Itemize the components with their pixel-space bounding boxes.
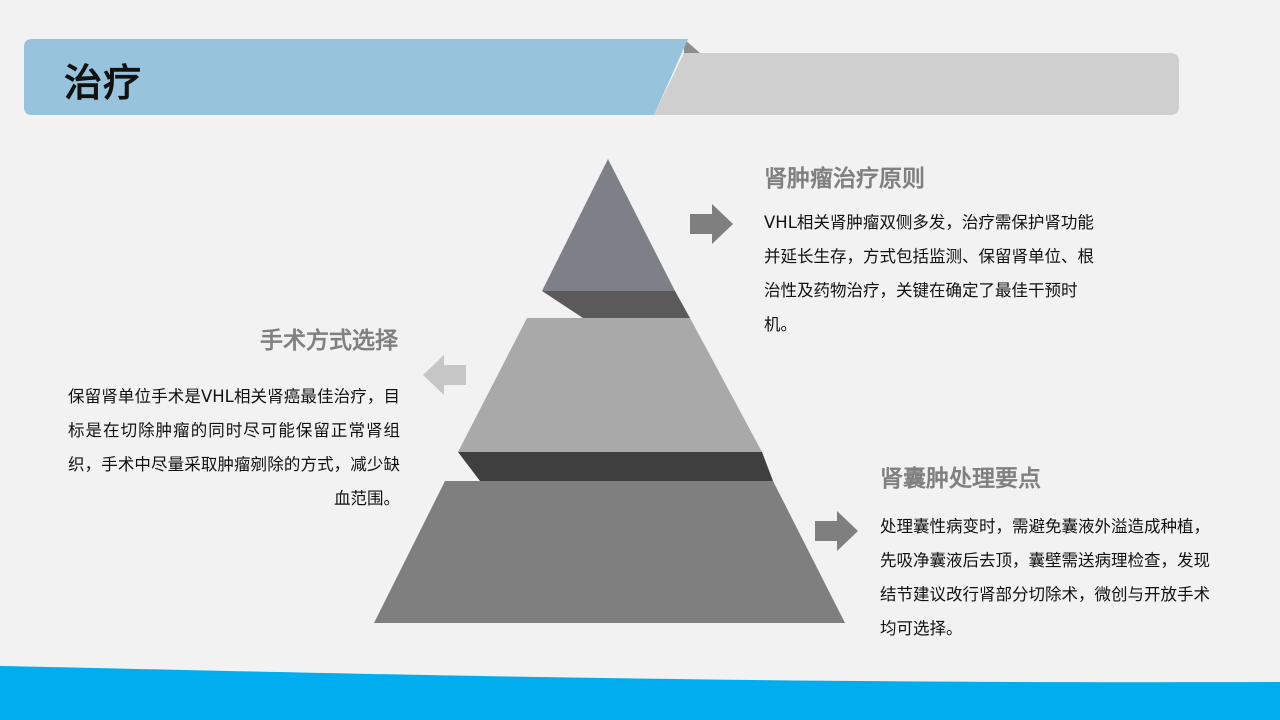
pyramid-connector-top xyxy=(542,291,690,318)
pyramid-top-tier xyxy=(542,159,675,291)
arrow-right-icon xyxy=(815,511,858,551)
header-gray-fold xyxy=(684,39,700,53)
header-banner xyxy=(24,39,1179,115)
pyramid-bottom-tier xyxy=(374,481,845,623)
principle-heading: 肾肿瘤治疗原则 xyxy=(764,166,925,192)
principle-text: VHL相关肾肿瘤双侧多发，治疗需保护肾功能并延长生存，方式包括监测、保留肾单位、… xyxy=(764,213,1094,334)
pyramid-connector-bottom xyxy=(458,452,773,481)
surgery-heading: 手术方式选择 xyxy=(260,328,398,354)
header-gray-bar xyxy=(654,53,1179,115)
header-blue-bar xyxy=(24,39,688,115)
arrow-right-icon xyxy=(690,204,733,244)
pyramid-middle-tier xyxy=(458,318,762,452)
cyst-heading: 肾囊肿处理要点 xyxy=(880,466,1041,492)
cyst-text: 处理囊性病变时，需避免囊液外溢造成种植，先吸净囊液后去顶，囊壁需送病理检查，发现… xyxy=(880,517,1210,638)
surgery-text: 保留肾单位手术是VHL相关肾癌最佳治疗，目标是在切除肿瘤的同时尽可能保留正常肾组… xyxy=(68,387,400,508)
page-title: 治疗 xyxy=(64,61,143,105)
arrow-left-icon xyxy=(423,355,466,395)
